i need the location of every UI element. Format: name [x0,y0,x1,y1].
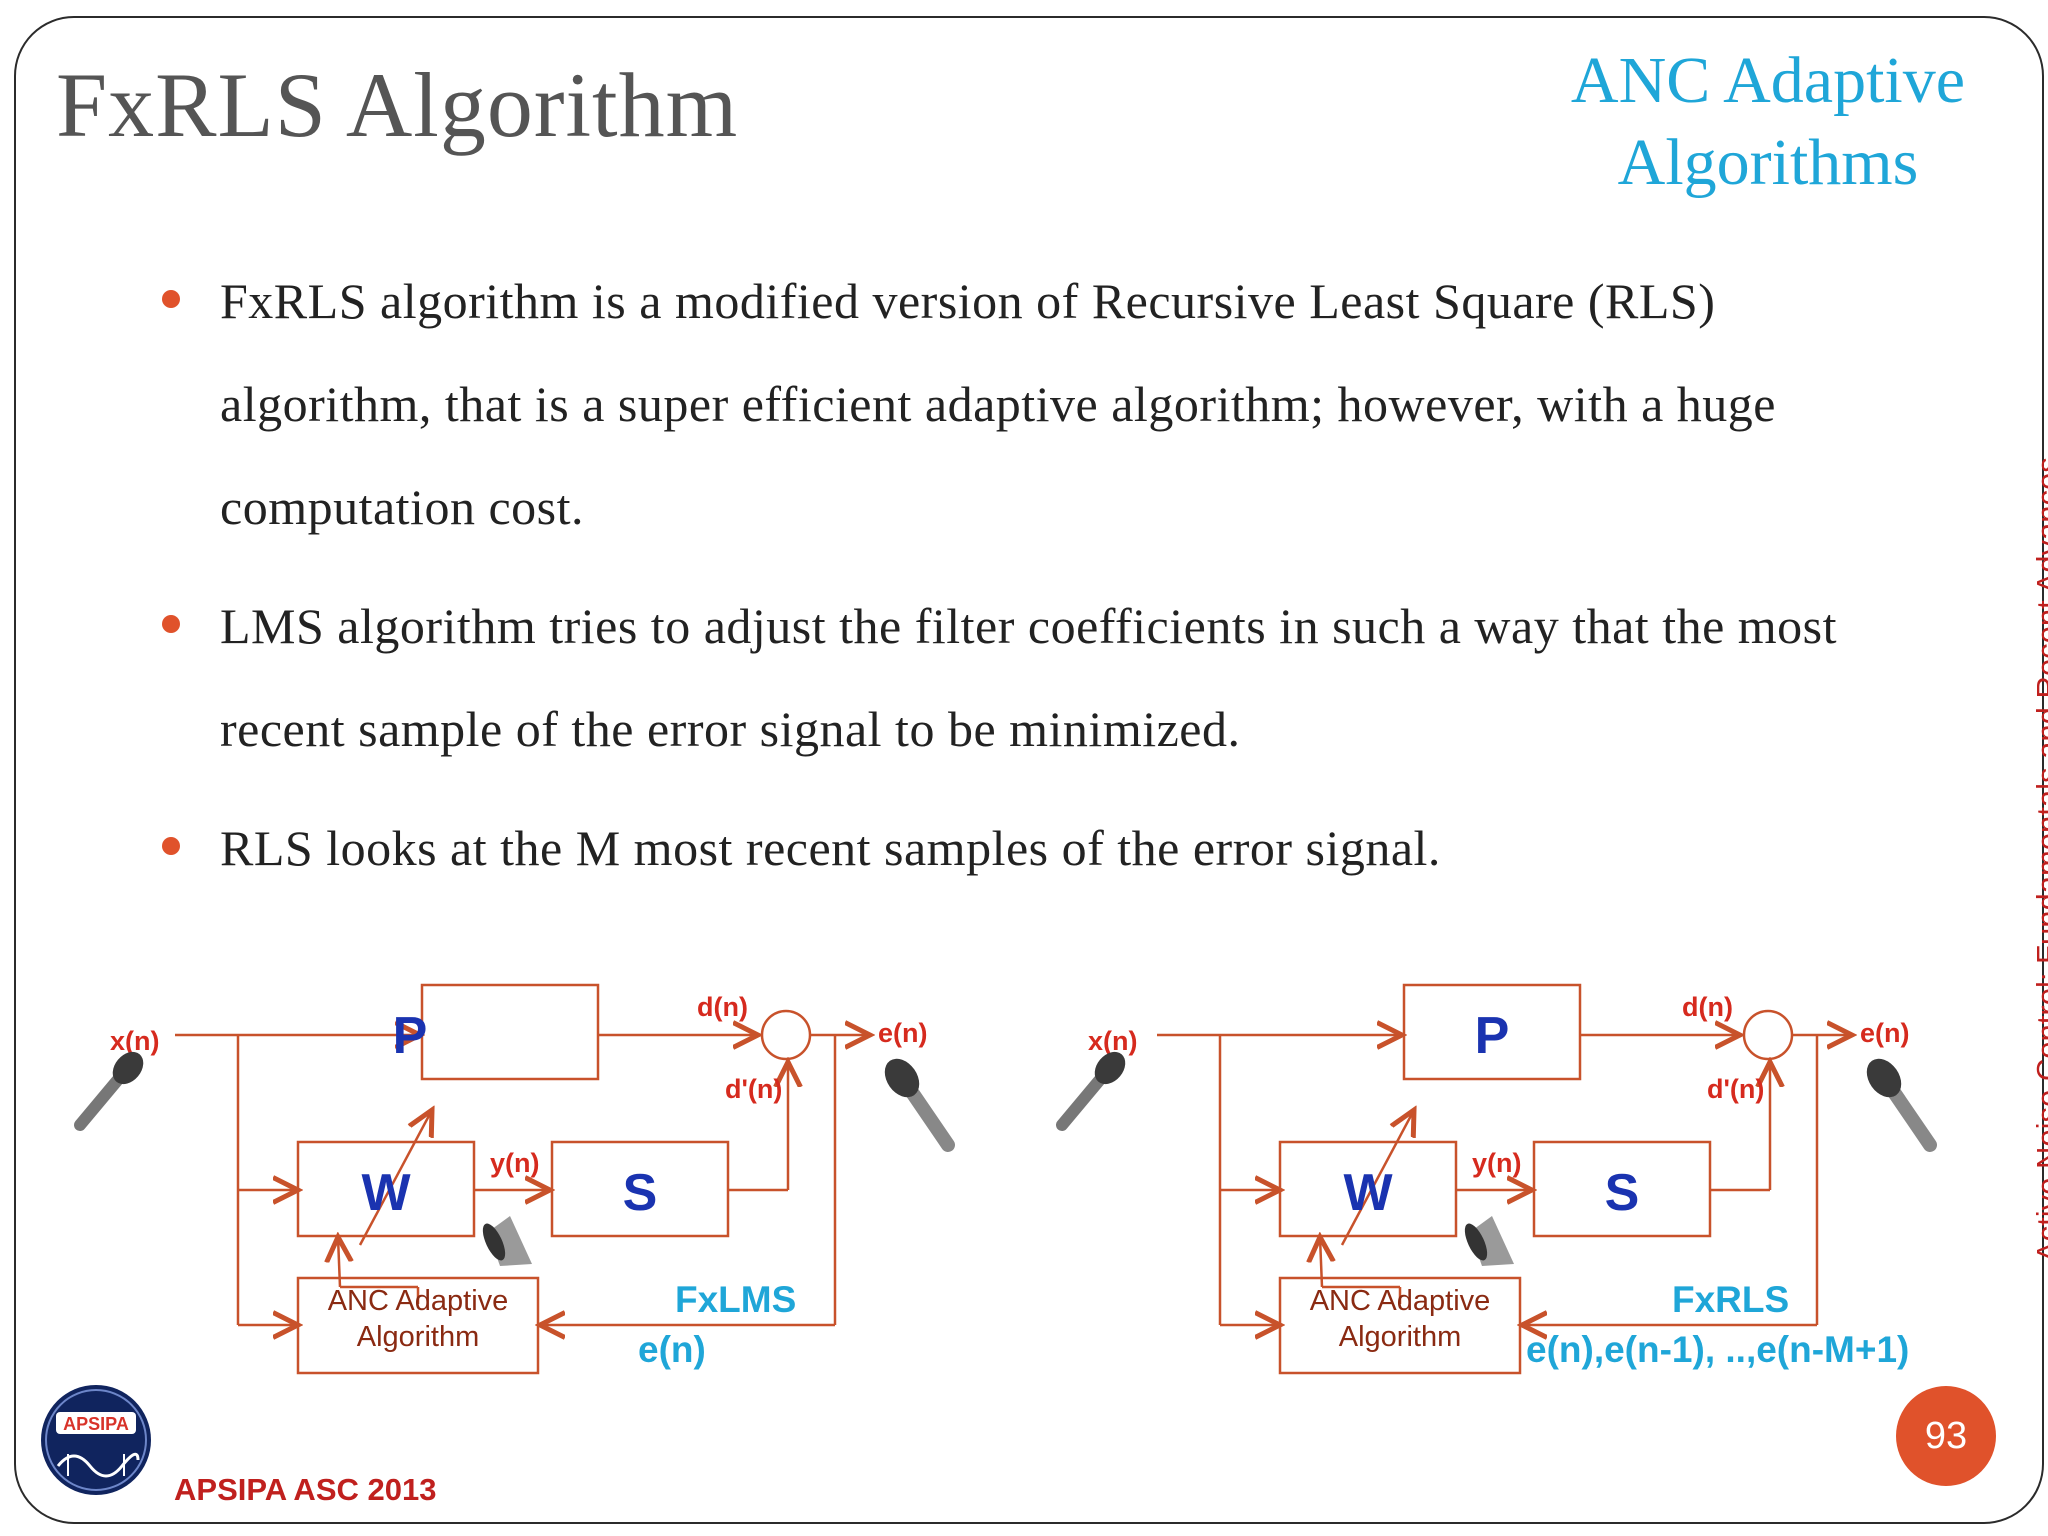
algo-name: FxLMS [675,1279,796,1320]
bullet-list: FxRLS algorithm is a modified version of… [160,250,1900,916]
dprime-label: d'(n) [1707,1074,1764,1104]
side-vertical-text: Active Noise Control: Fundamentals and R… [2030,457,2048,1262]
page-number-badge: 93 [1896,1386,1996,1486]
anc-block-line-1: ANC Adaptive [1310,1285,1491,1317]
error-signal-text: e(n),e(n-1), ..,e(n-M+1) [1526,1329,1909,1370]
fxrls-diagram: P W S ANC Adaptive Algorithm x(n) d(n) e… [1056,983,1937,1375]
x-label: x(n) [1088,1026,1138,1056]
apsipa-logo: APSIPA [41,1385,151,1495]
bullet-item: LMS algorithm tries to adjust the filter… [160,575,1900,781]
block-w-label: W [1343,1164,1393,1222]
d-label: d(n) [697,992,748,1022]
block-w-label: W [361,1164,411,1222]
block-s-label: S [1605,1164,1640,1222]
block-p-label: P [1475,1007,1510,1065]
speaker-icon [1464,1216,1514,1266]
fxlms-diagram: P W S ANC Adaptive Algorithm x(n) d(n) e… [74,983,955,1375]
y-label: y(n) [1472,1148,1522,1178]
bullet-item: RLS looks at the M most recent samples o… [160,797,1900,900]
reference-microphone-icon [74,1051,144,1131]
block-s-label: S [623,1164,658,1222]
x-label: x(n) [110,1026,160,1056]
anc-block-line-2: Algorithm [1339,1321,1462,1353]
y-label: y(n) [490,1148,540,1178]
block-p-label: P [393,1007,428,1065]
d-label: d(n) [1682,992,1733,1022]
algo-name: FxRLS [1672,1279,1789,1320]
slide-title: FxRLS Algorithm [56,54,739,156]
section-heading: ANC Adaptive Algorithms [1548,40,1988,204]
anc-block-line-2: Algorithm [357,1321,480,1353]
section-line-1: ANC Adaptive [1570,44,1966,117]
anc-block-line-1: ANC Adaptive [328,1285,509,1317]
bullet-item: FxRLS algorithm is a modified version of… [160,250,1900,559]
reference-microphone-icon [1056,1051,1126,1131]
e-label: e(n) [878,1018,928,1048]
footer-conference: APSIPA ASC 2013 [174,1472,437,1507]
error-signal-text: e(n) [638,1329,706,1370]
e-label: e(n) [1860,1018,1910,1048]
logo-text: APSIPA [63,1414,129,1434]
slide-frame [14,16,2044,1524]
section-line-2: Algorithms [1617,126,1919,199]
error-microphone-icon [884,1058,955,1152]
dprime-label: d'(n) [725,1074,782,1104]
error-microphone-icon [1866,1058,1937,1152]
speaker-icon [482,1216,532,1266]
